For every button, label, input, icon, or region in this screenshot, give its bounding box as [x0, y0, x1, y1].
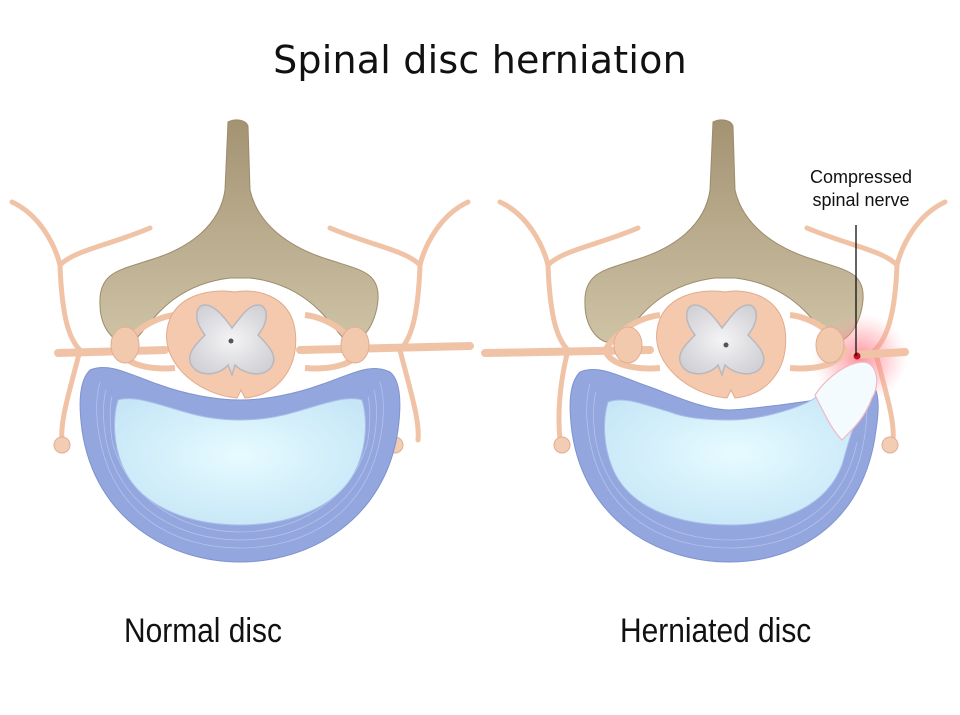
nerve-end-right: [881, 436, 899, 454]
normal-disc-caption: Normal disc: [124, 612, 282, 650]
nucleus-pulposus: [114, 398, 366, 526]
ganglion-right: [815, 326, 845, 364]
normal-disc-illustration: [9, 119, 474, 563]
vertebra-bone: [99, 119, 379, 343]
nerve-end-left: [553, 436, 571, 454]
ganglion-left: [110, 326, 140, 364]
central-canal: [228, 338, 234, 344]
compression-point: [853, 352, 861, 360]
nerve-end-left: [53, 436, 71, 454]
herniated-disc-illustration: [481, 119, 948, 563]
compressed-nerve-label: Compressed spinal nerve: [802, 166, 920, 212]
normal-disc-panel: [0, 100, 480, 580]
annulus-rings: [586, 383, 868, 549]
herniation-bulge: [814, 361, 878, 441]
grey-matter: [678, 304, 765, 378]
herniated-disc-caption: Herniated disc: [620, 612, 812, 650]
diagram-title: Spinal disc herniation: [273, 38, 687, 82]
compressed-nerve-label-line2: spinal nerve: [812, 190, 910, 210]
vertebra-bone: [584, 119, 864, 343]
herniated-disc-panel: [480, 100, 960, 580]
ganglion-left: [613, 326, 643, 364]
annulus-rings: [96, 381, 384, 549]
compressed-nerve-label-line1: Compressed: [809, 167, 913, 187]
ganglion-right: [340, 326, 370, 364]
central-canal: [723, 342, 729, 348]
